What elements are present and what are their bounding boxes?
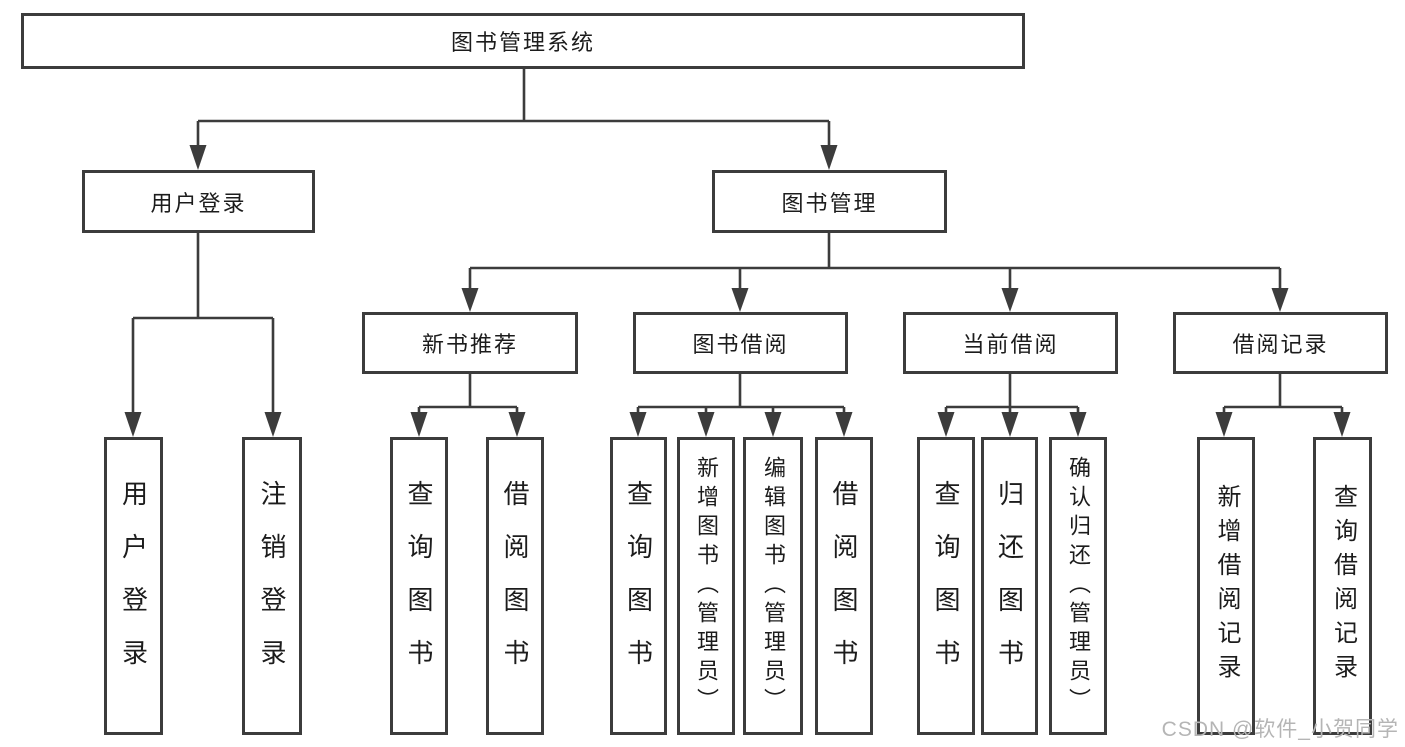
leaf-label: 用户登录 (118, 480, 149, 692)
leaf-label: 编辑图书（管理员） (761, 455, 786, 717)
csdn-watermark: CSDN @软件_小贺同学 (1161, 718, 1399, 741)
leaf-user-login: 用户登录 (104, 437, 163, 735)
node-label: 用户登录 (150, 190, 247, 216)
leaf-add-borrow-record: 新增借阅记录 (1197, 437, 1255, 735)
node-user-login-group: 用户登录 (82, 170, 315, 233)
leaf-label: 查询图书 (404, 480, 434, 692)
node-label: 图书借阅 (692, 332, 789, 357)
leaf-label: 查询图书 (623, 480, 654, 692)
leaf-query-books-3: 查询图书 (917, 437, 975, 735)
leaf-return-books: 归还图书 (981, 437, 1038, 735)
leaf-logout: 注销登录 (242, 437, 302, 735)
node-book-management: 图书管理 (712, 170, 947, 233)
node-label: 图书管理系统 (450, 30, 595, 55)
leaf-label: 借阅图书 (500, 480, 530, 692)
leaf-label: 查询借阅记录 (1329, 484, 1357, 688)
node-new-book-recommend: 新书推荐 (362, 312, 578, 374)
node-label: 图书管理 (781, 190, 878, 216)
leaf-add-book-admin: 新增图书（管理员） (677, 437, 735, 735)
leaf-query-books-2: 查询图书 (610, 437, 667, 735)
leaf-label: 确认归还（管理员） (1066, 455, 1091, 717)
leaf-borrow-books-1: 借阅图书 (486, 437, 544, 735)
node-borrowing-records: 借阅记录 (1173, 312, 1388, 374)
leaf-label: 归还图书 (994, 480, 1025, 692)
node-label: 借阅记录 (1232, 332, 1329, 357)
leaf-query-books-1: 查询图书 (390, 437, 448, 735)
leaf-borrow-books-2: 借阅图书 (815, 437, 873, 735)
node-book-borrowing: 图书借阅 (633, 312, 848, 374)
node-current-borrowing: 当前借阅 (903, 312, 1118, 374)
leaf-confirm-return-admin: 确认归还（管理员） (1049, 437, 1107, 735)
leaf-label: 借阅图书 (829, 480, 859, 692)
leaf-label: 新增图书（管理员） (694, 455, 719, 717)
leaf-label: 新增借阅记录 (1213, 484, 1240, 688)
node-library-management-system: 图书管理系统 (21, 13, 1025, 69)
node-label: 新书推荐 (421, 332, 518, 357)
leaf-label: 注销登录 (257, 480, 287, 692)
leaf-edit-book-admin: 编辑图书（管理员） (743, 437, 803, 735)
leaf-label: 查询图书 (931, 480, 961, 692)
node-label: 当前借阅 (962, 332, 1059, 357)
leaf-query-borrow-record: 查询借阅记录 (1313, 437, 1372, 735)
